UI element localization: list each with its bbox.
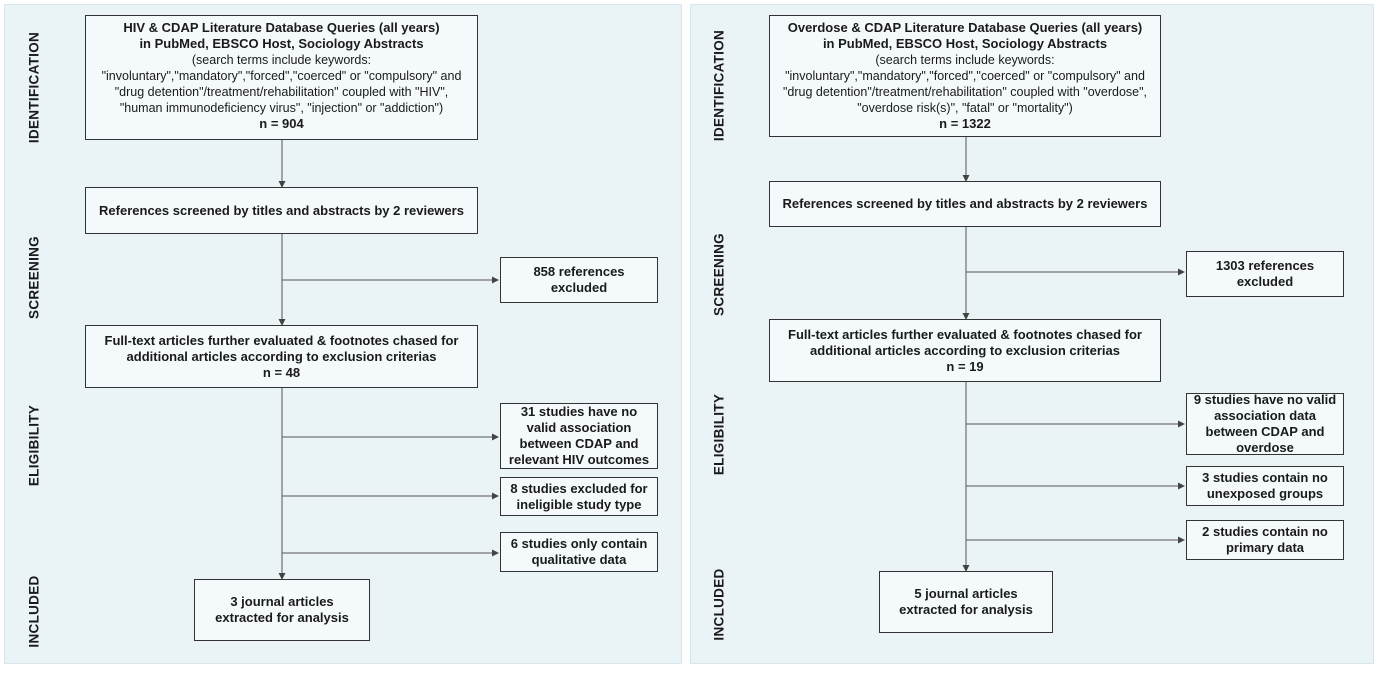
screening-box: References screened by titles and abstra… xyxy=(85,187,478,234)
fulltext-text: Full-text articles further evaluated & f… xyxy=(788,326,1142,358)
overdose-flowchart-panel: IDENTIFICATION SCREENING ELIGIBILITY INC… xyxy=(690,4,1374,664)
stage-eligibility: ELIGIBILITY xyxy=(26,404,42,487)
excluded-references-box: 1303 references excluded xyxy=(1186,251,1344,297)
included-box: 5 journal articles extracted for analysi… xyxy=(879,571,1053,633)
screening-box: References screened by titles and abstra… xyxy=(769,181,1161,227)
included-text: 5 journal articles extracted for analysi… xyxy=(899,586,1033,617)
included-box: 3 journal articles extracted for analysi… xyxy=(194,579,370,641)
search-terms-text: (search terms include keywords: "involun… xyxy=(782,53,1148,115)
identification-box: HIV & CDAP Literature Database Queries (… xyxy=(85,15,478,140)
exclusion-text-3: 6 studies only contain qualitative data xyxy=(510,536,648,567)
exclusion-text-3: 2 studies contain no primary data xyxy=(1202,524,1328,555)
stage-identification: IDENTIFICATION xyxy=(711,29,727,142)
included-text: 3 journal articles extracted for analysi… xyxy=(215,594,349,625)
exclusion-text-1: 9 studies have no valid association data… xyxy=(1193,392,1337,455)
exclusion-box-3: 6 studies only contain qualitative data xyxy=(500,532,658,572)
exclusion-text-2: 8 studies excluded for ineligible study … xyxy=(510,480,648,512)
exclusion-box-1: 31 studies have no valid association bet… xyxy=(500,403,658,469)
excluded-references-text: 858 references excluded xyxy=(533,264,625,295)
stage-screening: SCREENING xyxy=(26,236,42,319)
exclusion-box-3: 2 studies contain no primary data xyxy=(1186,520,1344,560)
excluded-references-text: 1303 references excluded xyxy=(1215,258,1315,289)
exclusion-box-2: 3 studies contain no unexposed groups xyxy=(1186,466,1344,506)
identification-title: HIV & CDAP Literature Database Queries (… xyxy=(123,20,440,35)
identification-subtitle: in PubMed, EBSCO Host, Sociology Abstrac… xyxy=(139,36,424,51)
fulltext-box: Full-text articles further evaluated & f… xyxy=(85,325,478,388)
stage-eligibility: ELIGIBILITY xyxy=(711,393,727,476)
identification-count: n = 904 xyxy=(259,116,304,131)
screening-text: References screened by titles and abstra… xyxy=(99,202,464,218)
right-connectors xyxy=(962,137,1185,572)
exclusion-text-2: 3 studies contain no unexposed groups xyxy=(1202,470,1328,501)
identification-title: Overdose & CDAP Literature Database Quer… xyxy=(787,20,1143,35)
identification-subtitle: in PubMed, EBSCO Host, Sociology Abstrac… xyxy=(822,36,1108,51)
stage-included: INCLUDED xyxy=(711,568,727,641)
search-terms-text: (search terms include keywords: "involun… xyxy=(101,53,462,115)
exclusion-text-1: 31 studies have no valid association bet… xyxy=(508,404,650,467)
stage-identification: IDENTIFICATION xyxy=(26,31,42,144)
stage-included: INCLUDED xyxy=(26,575,42,648)
hiv-flowchart-panel: IDENTIFICATION SCREENING ELIGIBILITY INC… xyxy=(4,4,682,664)
exclusion-box-2: 8 studies excluded for ineligible study … xyxy=(500,477,658,516)
fulltext-count: n = 48 xyxy=(262,364,301,380)
identification-count: n = 1322 xyxy=(939,116,991,131)
excluded-references-box: 858 references excluded xyxy=(500,257,658,303)
fulltext-count: n = 19 xyxy=(946,358,984,374)
fulltext-text: Full-text articles further evaluated & f… xyxy=(104,332,459,364)
screening-text: References screened by titles and abstra… xyxy=(782,196,1148,211)
fulltext-box: Full-text articles further evaluated & f… xyxy=(769,319,1161,382)
stage-screening: SCREENING xyxy=(711,233,727,316)
identification-box: Overdose & CDAP Literature Database Quer… xyxy=(769,15,1161,137)
exclusion-box-1: 9 studies have no valid association data… xyxy=(1186,392,1344,455)
left-connectors xyxy=(278,140,499,580)
